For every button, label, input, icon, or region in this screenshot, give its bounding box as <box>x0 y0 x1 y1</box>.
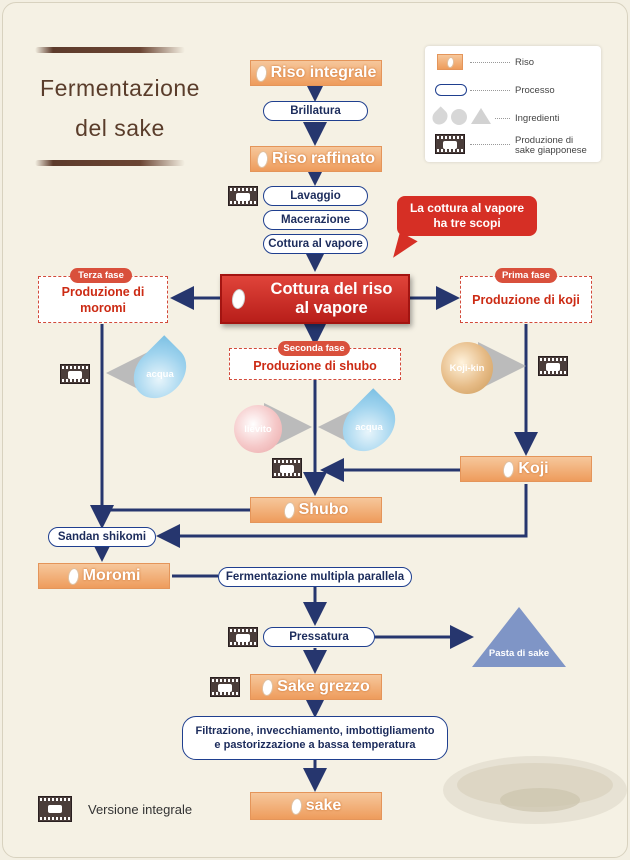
film-icon-sake-grezzo[interactable] <box>210 677 240 697</box>
rice-label: Moromi <box>82 567 141 584</box>
rice-label: Shubo <box>298 501 349 518</box>
phase-terza-line1: Produzione di <box>61 284 145 299</box>
title-brush-bottom <box>35 160 185 166</box>
title-brush-top <box>35 47 185 53</box>
rice-box-moromi: Moromi <box>38 563 170 589</box>
legend-ball-icon <box>451 109 467 125</box>
rice-box-koji: Koji <box>460 456 592 482</box>
process-sandan-shikomi: Sandan shikomi <box>48 527 156 547</box>
rice-label: sake <box>305 797 342 814</box>
rice-grain-icon <box>254 63 268 83</box>
koji-kin-ball-icon: Koji-kin <box>441 342 493 394</box>
rice-box-riso-raffinato: Riso raffinato <box>250 146 382 172</box>
film-icon-shubo[interactable] <box>272 458 302 478</box>
process-cottura: Cottura al vapore <box>263 234 368 254</box>
page-title-line1: Fermentazione <box>40 75 200 101</box>
page-title-line2: del sake <box>75 115 165 141</box>
main-line1: Cottura del riso <box>270 280 393 298</box>
lievito-ball-icon: lievito <box>234 405 282 453</box>
legend-drop-icon <box>429 106 451 128</box>
film-icon-lavaggio[interactable] <box>228 186 258 206</box>
callout-line1: La cottura al vapore <box>409 201 525 215</box>
rice-grain-icon <box>230 288 247 310</box>
legend: Riso Processo Ingredienti Produzione di … <box>425 46 601 162</box>
phase-seconda-tag: Seconda fase <box>278 341 350 356</box>
phase-terza-line2: moromi <box>80 300 126 315</box>
filtrazione-line1: Filtrazione, invecchiamento, imbottiglia… <box>195 725 435 737</box>
legend-ingredienti-label: Ingredienti <box>515 113 560 124</box>
legend-riso-label: Riso <box>515 57 535 68</box>
legend-film-icon <box>435 134 465 154</box>
rice-label: Sake grezzo <box>277 678 370 695</box>
rice-grain-icon <box>502 459 516 479</box>
filtrazione-line2: e pastorizzazione a bassa temperatura <box>214 739 416 751</box>
phase-terza: Produzione di moromi <box>38 276 168 323</box>
film-icon-moromi[interactable] <box>60 364 90 384</box>
rice-grain-icon <box>255 149 270 169</box>
rice-box-shubo: Shubo <box>250 497 382 523</box>
rice-box-sake: sake <box>250 792 382 820</box>
rice-grain-icon <box>66 566 80 586</box>
process-macerazione: Macerazione <box>263 210 368 230</box>
process-brillatura: Brillatura <box>263 101 368 121</box>
legend-triangle-icon <box>471 108 491 124</box>
legend-produzione-label: Produzione di sake giapponese <box>515 135 587 156</box>
rice-label: Riso integrale <box>270 64 377 81</box>
rice-grain-icon <box>261 677 275 697</box>
film-icon-pressatura[interactable] <box>228 627 258 647</box>
rice-grain-icon <box>282 500 296 520</box>
process-filtrazione: Filtrazione, invecchiamento, imbottiglia… <box>182 716 448 760</box>
legend-process-swatch <box>435 84 467 96</box>
rice-box-sake-grezzo: Sake grezzo <box>250 674 382 700</box>
pasta-sake-triangle <box>472 607 566 667</box>
main-line2: al vapore <box>295 299 368 317</box>
phase-terza-tag: Terza fase <box>70 268 132 283</box>
rice-grain-icon <box>289 796 303 816</box>
acqua-left-label: acqua <box>146 369 174 380</box>
process-lavaggio: Lavaggio <box>263 186 368 206</box>
rice-label: Riso raffinato <box>271 150 376 167</box>
legend-rice-swatch <box>437 54 463 70</box>
phase-prima: Produzione di koji <box>460 276 592 323</box>
phase-prima-tag: Prima fase <box>495 268 557 283</box>
pasta-sake-label: Pasta di sake <box>488 648 550 659</box>
rice-label: Koji <box>518 460 549 477</box>
film-icon-footer <box>38 796 72 822</box>
legend-processo-label: Processo <box>515 85 555 96</box>
callout-line2: ha tre scopi <box>433 216 501 230</box>
versione-integrale-label: Versione integrale <box>88 802 193 817</box>
rice-box-riso-integrale: Riso integrale <box>250 60 382 86</box>
process-pressatura: Pressatura <box>263 627 375 647</box>
acqua-mid-label: acqua <box>355 422 383 433</box>
film-icon-koji[interactable] <box>538 356 568 376</box>
process-fermentazione: Fermentazione multipla parallela <box>218 567 412 587</box>
